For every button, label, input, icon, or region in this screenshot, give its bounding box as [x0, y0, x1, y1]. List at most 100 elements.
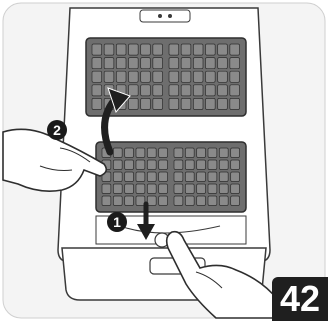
waffle-cell — [129, 71, 139, 82]
waffle-cell — [113, 184, 122, 194]
waffle-cell — [153, 44, 163, 55]
waffle-cell — [169, 98, 179, 109]
waffle-cell — [181, 58, 191, 69]
waffle-cell — [113, 148, 122, 158]
waffle-cell — [185, 172, 194, 182]
waffle-cell — [141, 44, 151, 55]
waffle-cell — [153, 58, 163, 69]
indicator-light — [168, 14, 172, 18]
waffle-cell — [136, 184, 145, 194]
waffle-cell — [197, 172, 206, 182]
waffle-cell — [193, 44, 203, 55]
waffle-cell — [92, 98, 102, 109]
waffle-cell — [174, 172, 183, 182]
waffle-cell — [231, 196, 240, 206]
page-number: 42 — [272, 277, 328, 321]
waffle-cell — [185, 184, 194, 194]
waffle-cell — [197, 160, 206, 170]
waffle-cell — [116, 44, 126, 55]
waffle-cell — [219, 172, 228, 182]
waffle-cell — [218, 85, 228, 96]
waffle-cell — [104, 58, 114, 69]
waffle-cell — [230, 98, 240, 109]
waffle-cell — [218, 58, 228, 69]
waffle-cell — [181, 85, 191, 96]
waffle-cell — [113, 160, 122, 170]
indicator-light — [158, 14, 162, 18]
waffle-cell — [206, 58, 216, 69]
waffle-cell — [181, 98, 191, 109]
waffle-cell — [92, 58, 102, 69]
waffle-cell — [136, 172, 145, 182]
step-1-badge: 1 — [107, 212, 127, 232]
waffle-cell — [193, 58, 203, 69]
waffle-cell — [193, 85, 203, 96]
waffle-cell — [116, 58, 126, 69]
waffle-cell — [147, 160, 156, 170]
waffle-cell — [147, 172, 156, 182]
waffle-cell — [159, 160, 168, 170]
waffle-cell — [193, 98, 203, 109]
waffle-cell — [206, 71, 216, 82]
waffle-cell — [206, 85, 216, 96]
waffle-cell — [185, 196, 194, 206]
waffle-cell — [129, 44, 139, 55]
waffle-cell — [181, 71, 191, 82]
waffle-cell — [185, 148, 194, 158]
waffle-cell — [231, 160, 240, 170]
waffle-cell — [206, 98, 216, 109]
waffle-cell — [197, 184, 206, 194]
waffle-cell — [219, 160, 228, 170]
waffle-cell — [113, 172, 122, 182]
waffle-cell — [197, 196, 206, 206]
waffle-cell — [193, 71, 203, 82]
lower-waffle-plate — [96, 142, 246, 212]
waffle-cell — [218, 71, 228, 82]
waffle-cell — [153, 98, 163, 109]
waffle-cell — [174, 160, 183, 170]
waffle-cell — [141, 85, 151, 96]
waffle-cell — [136, 160, 145, 170]
waffle-cell — [102, 196, 111, 206]
waffle-cell — [136, 148, 145, 158]
waffle-cell — [231, 148, 240, 158]
waffle-cell — [153, 71, 163, 82]
waffle-cell — [129, 98, 139, 109]
waffle-cell — [125, 148, 134, 158]
waffle-cell — [159, 172, 168, 182]
waffle-cell — [153, 85, 163, 96]
waffle-cell — [208, 184, 217, 194]
waffle-cell — [125, 196, 134, 206]
waffle-cell — [174, 148, 183, 158]
waffle-cell — [197, 148, 206, 158]
waffle-cell — [169, 44, 179, 55]
waffle-cell — [231, 184, 240, 194]
waffle-cell — [102, 184, 111, 194]
waffle-cell — [159, 148, 168, 158]
waffle-cell — [218, 98, 228, 109]
waffle-cell — [159, 184, 168, 194]
waffle-cell — [104, 44, 114, 55]
waffle-cell — [218, 44, 228, 55]
waffle-cell — [141, 58, 151, 69]
waffle-cell — [208, 148, 217, 158]
waffle-cell — [219, 196, 228, 206]
waffle-cell — [230, 71, 240, 82]
waffle-cell — [230, 85, 240, 96]
waffle-cell — [174, 196, 183, 206]
waffle-cell — [125, 184, 134, 194]
waffle-cell — [159, 196, 168, 206]
waffle-cell — [116, 71, 126, 82]
waffle-cell — [147, 184, 156, 194]
waffle-cell — [125, 172, 134, 182]
waffle-cell — [169, 58, 179, 69]
waffle-cell — [206, 44, 216, 55]
waffle-cell — [185, 160, 194, 170]
waffle-cell — [174, 184, 183, 194]
waffle-cell — [181, 44, 191, 55]
top-hinge — [140, 10, 190, 22]
waffle-cell — [208, 172, 217, 182]
waffle-cell — [104, 71, 114, 82]
